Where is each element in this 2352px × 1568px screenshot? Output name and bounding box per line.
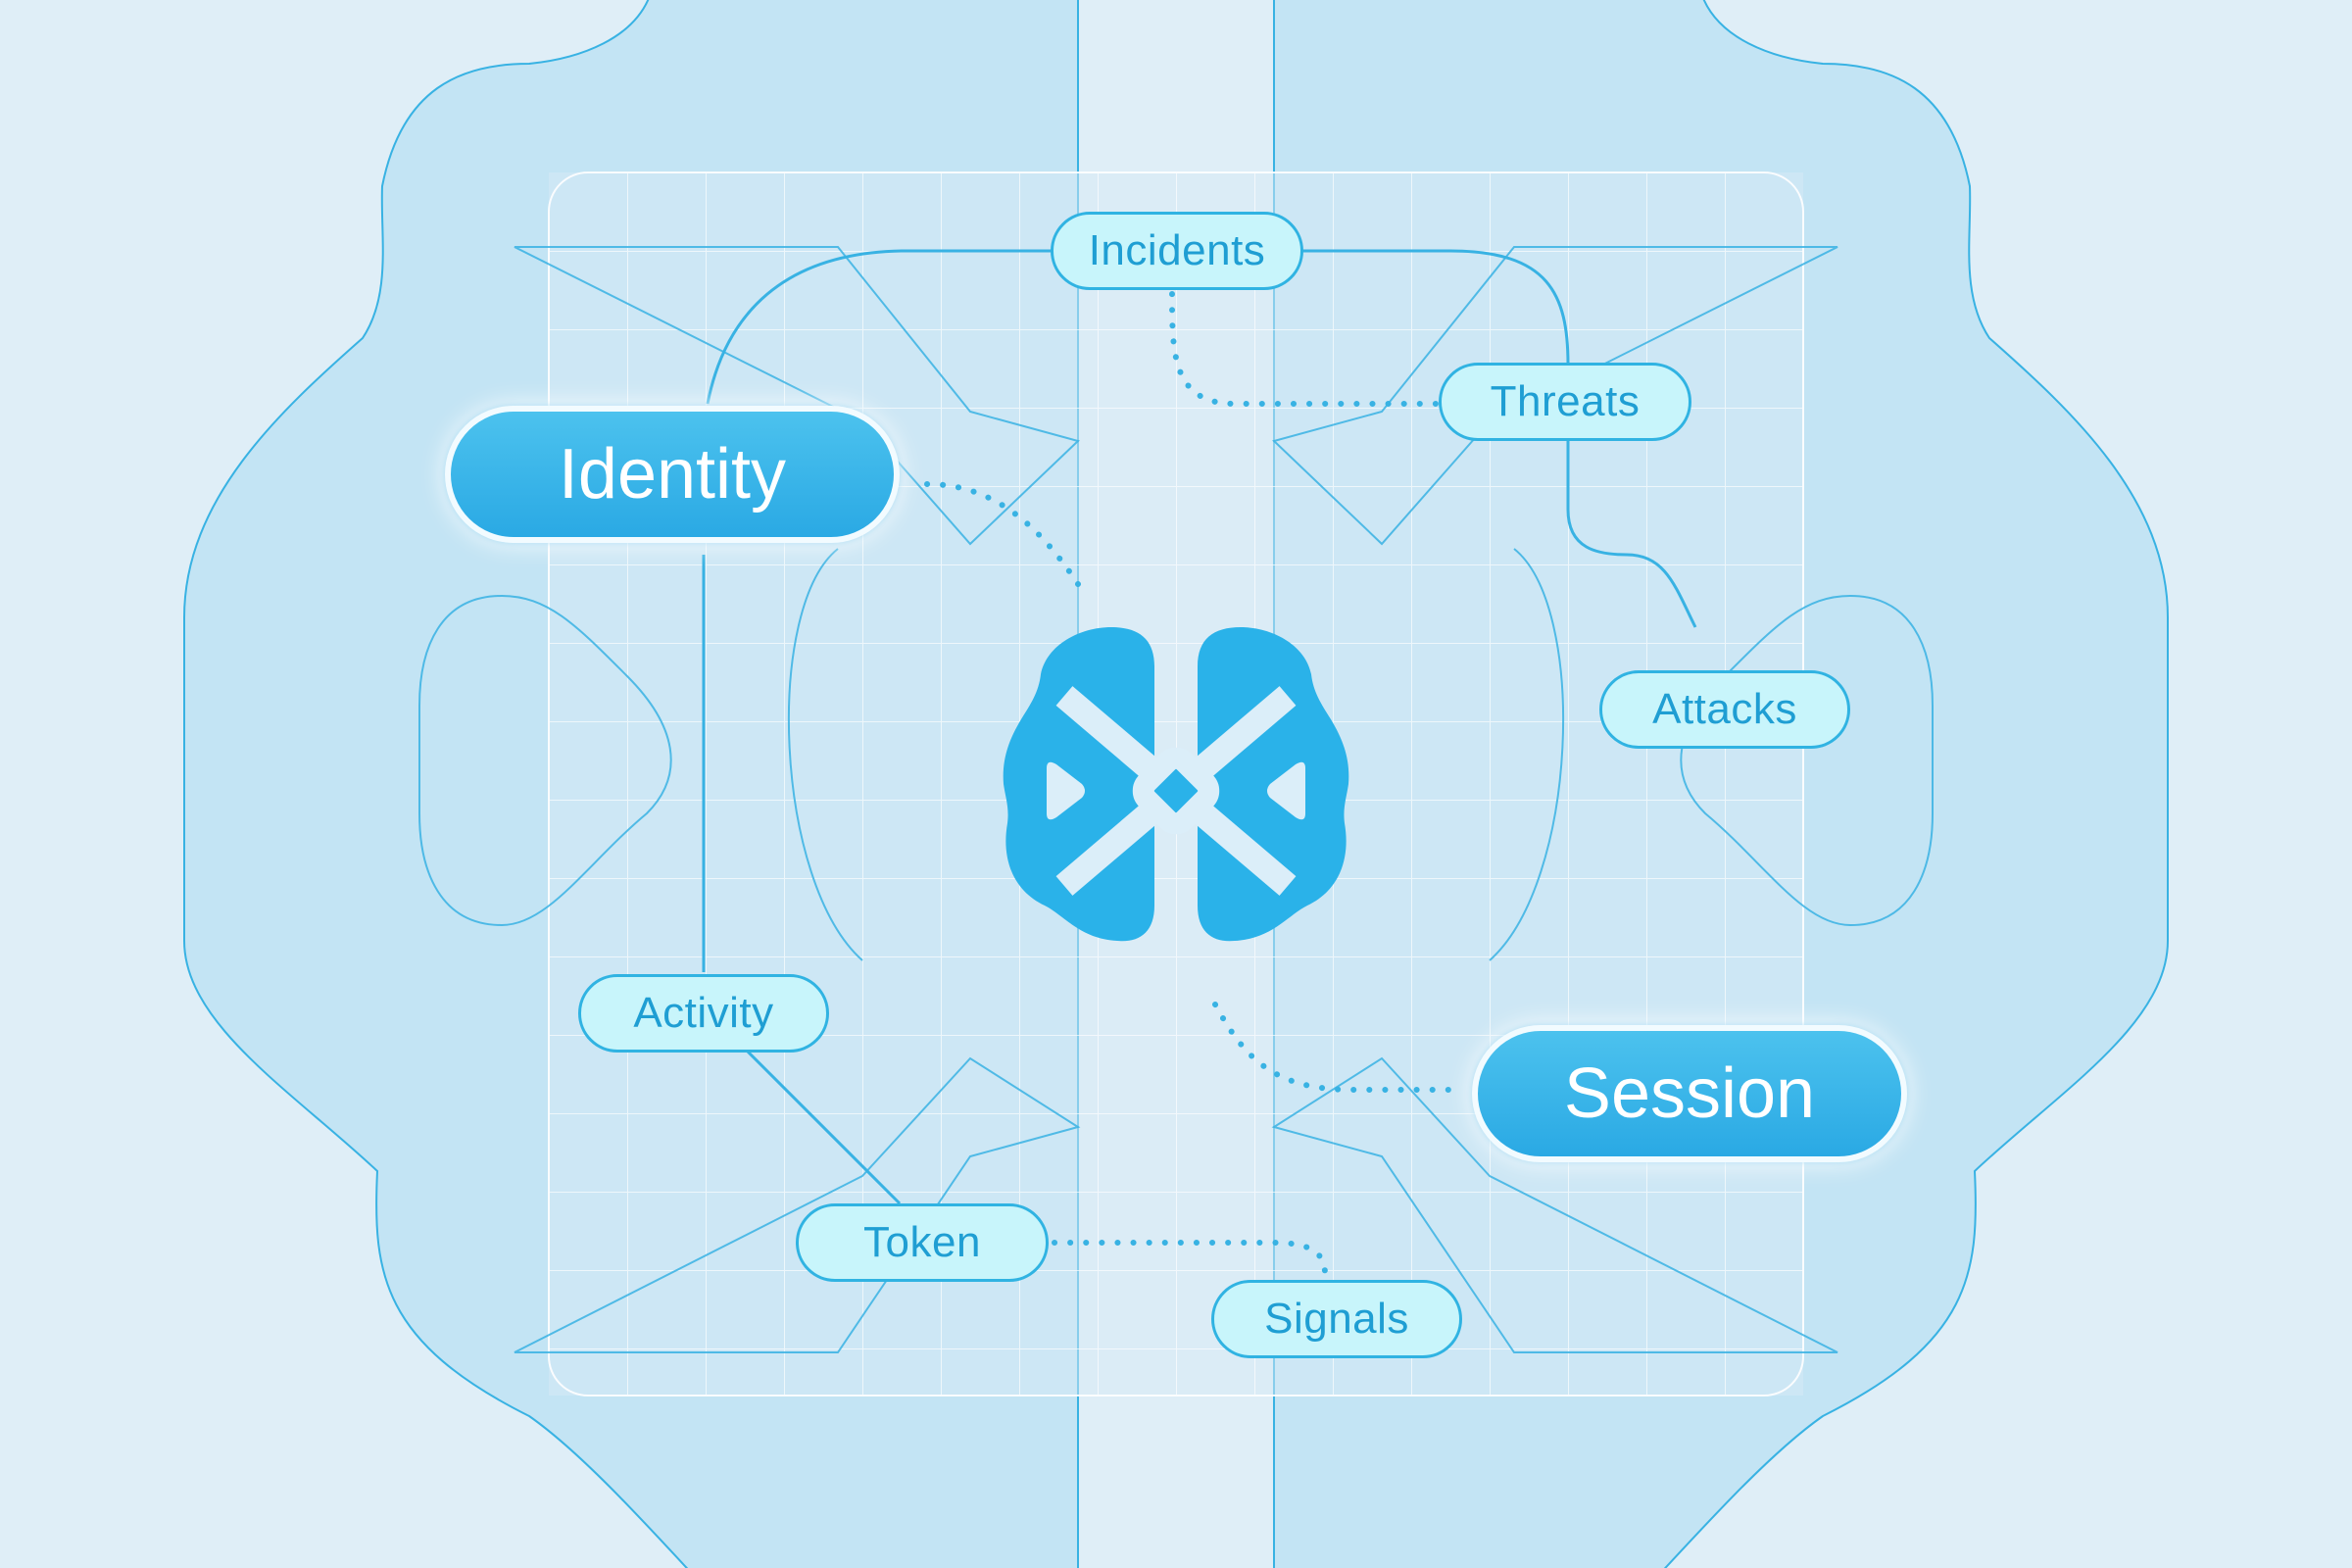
connector-lines	[702, 249, 1697, 1205]
node-identity[interactable]: Identity	[445, 406, 900, 543]
node-activity[interactable]: Activity	[578, 974, 829, 1053]
connector-incidents-threats	[1298, 249, 1570, 366]
decor-outlines	[418, 246, 1934, 1353]
node-token[interactable]: Token	[796, 1203, 1049, 1282]
node-incidents[interactable]: Incidents	[1051, 212, 1303, 290]
dotted-identity-center	[924, 481, 1081, 587]
dotted-connectors	[924, 291, 1463, 1277]
brain-x-logo-icon	[1003, 627, 1349, 942]
node-session[interactable]: Session	[1472, 1025, 1907, 1162]
dotted-center-session	[1212, 1002, 1463, 1093]
node-signals[interactable]: Signals	[1211, 1280, 1462, 1358]
connector-threats-attacks	[1566, 439, 1697, 628]
node-threats[interactable]: Threats	[1439, 363, 1691, 441]
node-attacks[interactable]: Attacks	[1599, 670, 1850, 749]
dotted-token-signals	[1052, 1240, 1328, 1277]
connector-identity-incidents	[706, 249, 1054, 405]
connector-activity-token	[745, 1049, 902, 1205]
